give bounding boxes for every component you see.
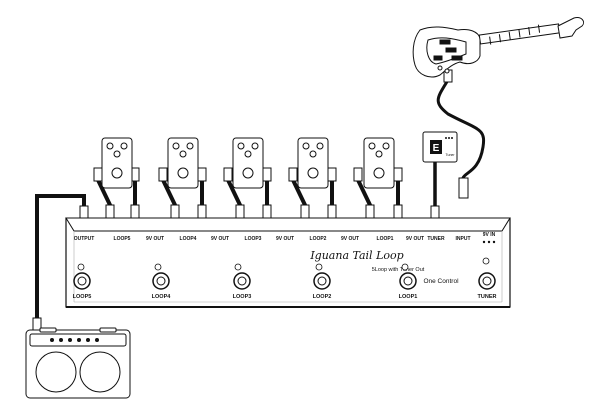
loop2-send-cable bbox=[291, 178, 307, 207]
effect-pedals bbox=[101, 137, 395, 189]
footswitch-loop1[interactable] bbox=[399, 272, 417, 290]
loop-leds bbox=[77, 257, 490, 271]
led-loop5 bbox=[77, 263, 85, 271]
switch-label-loop3: LOOP3 bbox=[233, 294, 252, 300]
led-loop4 bbox=[154, 263, 162, 271]
unit-top-face bbox=[65, 217, 511, 232]
jack-label-9v-out-4: 9V OUT bbox=[341, 236, 359, 242]
switch-label-loop5: LOOP5 bbox=[73, 294, 92, 300]
amp-speaker-right bbox=[79, 351, 121, 393]
loop4-send-cable bbox=[161, 178, 177, 207]
switch-label-loop1: LOOP1 bbox=[399, 294, 418, 300]
cables bbox=[35, 78, 486, 320]
model-name: 5Loop with Tuner Out bbox=[372, 267, 425, 273]
jack-label-9v-out-1: 9V OUT bbox=[146, 236, 164, 242]
jack-label-input: INPUT bbox=[456, 236, 471, 242]
jack-label-loop4: LOOP4 bbox=[180, 236, 197, 242]
effect-pedal-1 bbox=[101, 137, 133, 189]
effect-pedal-5 bbox=[363, 137, 395, 189]
power-polarity-icon bbox=[482, 240, 496, 244]
guitar-headstock bbox=[557, 17, 585, 39]
footswitch-loop5[interactable] bbox=[73, 272, 91, 290]
switch-labels: LOOP5 LOOP4 LOOP3 LOOP2 LOOP1 TUNER bbox=[73, 294, 497, 300]
tuner-label: Tuner bbox=[445, 153, 455, 157]
led-loop1 bbox=[401, 263, 409, 271]
loop3-send-cable bbox=[226, 178, 242, 207]
jack-label-power: 9V IN bbox=[483, 232, 496, 238]
electric-guitar bbox=[412, 17, 585, 78]
tuner-display bbox=[430, 140, 442, 154]
jack-label-loop2: LOOP2 bbox=[310, 236, 327, 242]
cable-plugs bbox=[32, 69, 469, 331]
footswitches[interactable] bbox=[73, 272, 496, 290]
amp-speaker-left bbox=[35, 351, 77, 393]
tuner-pedal: E Tuner bbox=[422, 131, 458, 163]
loop-switcher-unit: OUTPUT LOOP5 9V OUT LOOP4 9V OUT LOOP3 9… bbox=[65, 217, 511, 308]
jack-label-loop5: LOOP5 bbox=[114, 236, 131, 242]
switch-label-tuner: TUNER bbox=[478, 294, 497, 300]
footswitch-loop4[interactable] bbox=[152, 272, 170, 290]
led-tuner bbox=[482, 257, 490, 265]
maker-name: One Control bbox=[423, 278, 459, 285]
jack-labels: OUTPUT LOOP5 9V OUT LOOP4 9V OUT LOOP3 9… bbox=[74, 232, 496, 242]
jack-label-9v-out-2: 9V OUT bbox=[211, 236, 229, 242]
switch-label-loop4: LOOP4 bbox=[152, 294, 172, 300]
brand-name: Iguana Tail Loop bbox=[309, 249, 403, 262]
footswitch-loop3[interactable] bbox=[233, 272, 251, 290]
switch-label-loop2: LOOP2 bbox=[313, 294, 332, 300]
effect-pedal-4 bbox=[297, 137, 329, 189]
tuner-display-note: E bbox=[433, 143, 440, 154]
output-plug bbox=[79, 205, 89, 219]
footswitch-loop2[interactable] bbox=[313, 272, 331, 290]
jack-label-tuner: TUNER bbox=[427, 236, 445, 242]
tuner-plug-bottom bbox=[430, 205, 440, 219]
guitar-amp bbox=[25, 327, 131, 399]
led-loop3 bbox=[234, 263, 242, 271]
guitar-cable bbox=[436, 78, 486, 180]
effect-pedal-3 bbox=[232, 137, 264, 189]
loop5-send-cable bbox=[96, 178, 112, 207]
input-plug bbox=[458, 177, 469, 199]
footswitch-tuner[interactable] bbox=[478, 272, 496, 290]
jack-label-9v-out-3: 9V OUT bbox=[276, 236, 294, 242]
amp-cable bbox=[35, 194, 86, 320]
led-loop2 bbox=[315, 263, 323, 271]
loop1-send-cable bbox=[356, 178, 372, 207]
jack-label-output: OUTPUT bbox=[74, 236, 95, 242]
jack-label-9v-out-5: 9V OUT bbox=[406, 236, 424, 242]
jack-label-loop1: LOOP1 bbox=[377, 236, 394, 242]
jack-label-loop3: LOOP3 bbox=[245, 236, 262, 242]
effect-pedal-2 bbox=[167, 137, 199, 189]
